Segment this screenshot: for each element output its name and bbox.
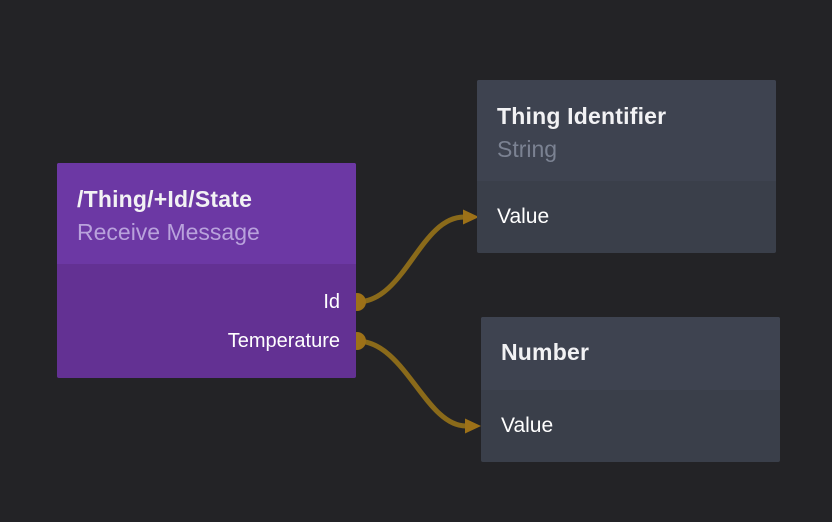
node-inputs: Value [481,390,780,462]
output-row-id[interactable]: Id [57,283,356,322]
input-row-value[interactable]: Value [481,407,553,446]
node-receive-message[interactable]: /Thing/+Id/State Receive Message Id Temp… [57,163,356,378]
node-subtitle: String [497,136,558,162]
node-header: Thing Identifier String [477,80,776,181]
node-header: /Thing/+Id/State Receive Message [57,163,356,264]
output-label-id: Id [323,291,340,313]
output-row-temperature[interactable]: Temperature [57,322,356,361]
input-label-value: Value [497,205,550,228]
node-inputs: Value [477,181,776,253]
wire-temperature-to-number[interactable] [356,338,467,429]
input-label-value: Value [501,414,554,437]
node-title: Thing Identifier [497,103,667,129]
node-outputs: Id Temperature [57,264,356,361]
output-label-temperature: Temperature [227,330,340,352]
node-subtitle: Receive Message [77,219,260,245]
arrowhead-icon [465,418,481,434]
node-number[interactable]: Number Value [481,317,780,462]
input-row-value[interactable]: Value [477,198,549,237]
node-header: Number [481,317,780,390]
node-title: /Thing/+Id/State [77,186,253,212]
node-thing-identifier[interactable]: Thing Identifier String Value [477,80,776,253]
node-title: Number [501,339,590,365]
wire-id-to-thing-identifier[interactable] [356,214,465,305]
